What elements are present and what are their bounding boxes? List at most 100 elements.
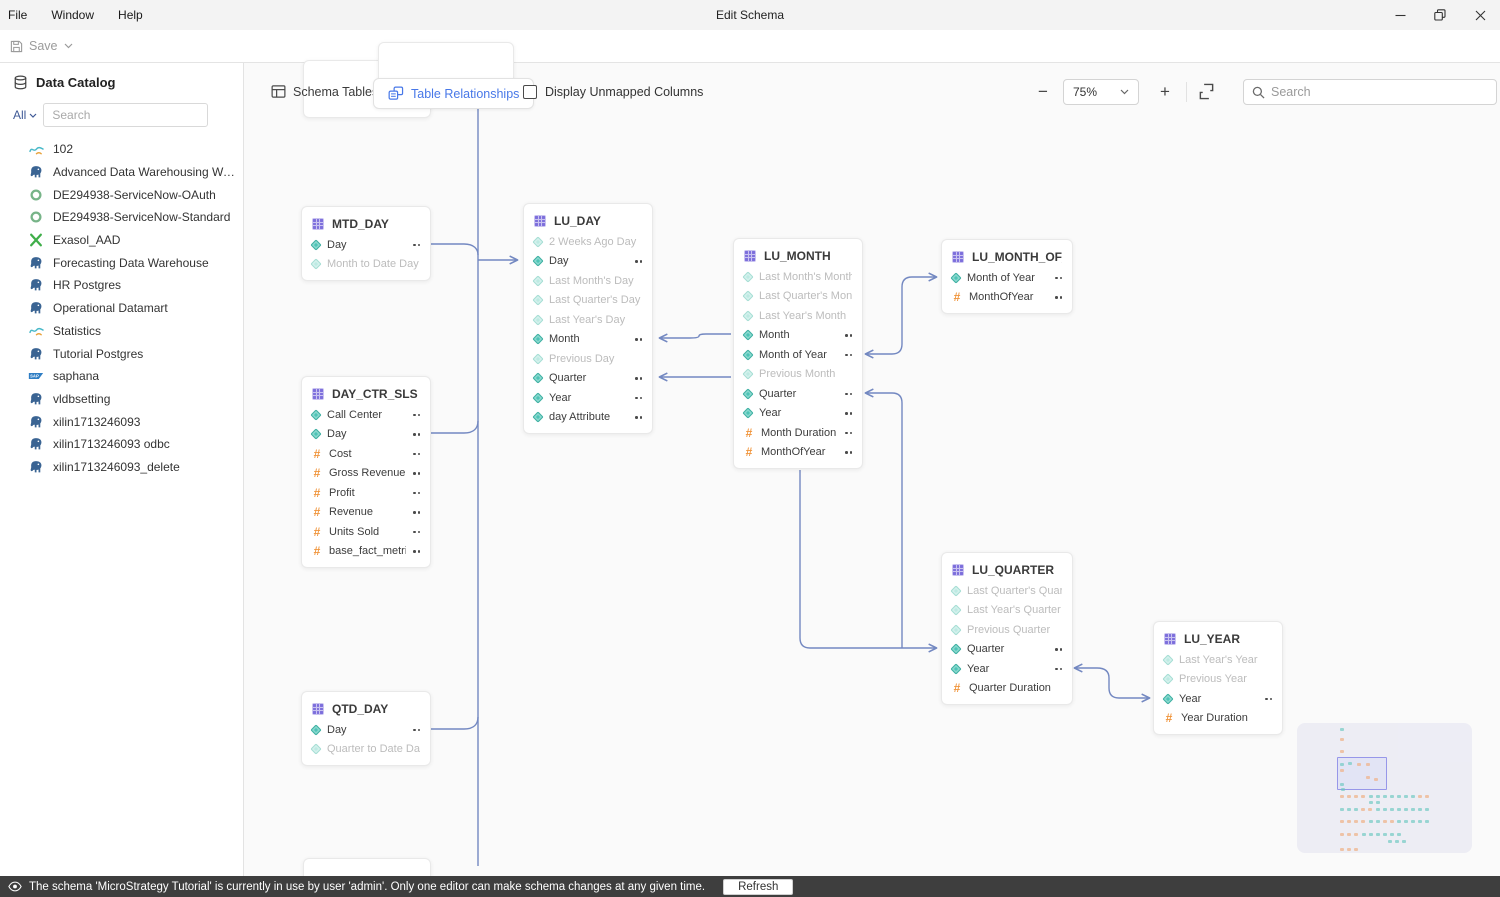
column-row[interactable]: Call Center <box>302 405 430 425</box>
catalog-item[interactable]: vldbsetting <box>0 388 243 411</box>
catalog-item[interactable]: Forecasting Data Warehouse <box>0 251 243 274</box>
column-row[interactable]: #Gross Revenue <box>302 464 430 484</box>
column-row[interactable]: Last Year's Quarter <box>942 601 1072 621</box>
column-row[interactable]: #base_fact_metric <box>302 542 430 562</box>
schema-tables-button[interactable]: Schema Tables <box>271 84 378 99</box>
column-row[interactable]: Day <box>302 425 430 445</box>
column-row[interactable]: #Revenue <box>302 503 430 523</box>
catalog-item[interactable]: xilin1713246093 <box>0 410 243 433</box>
column-row[interactable]: Last Quarter's Month <box>734 287 862 307</box>
catalog-item[interactable]: xilin1713246093_delete <box>0 456 243 479</box>
display-unmapped-checkbox-row[interactable]: Display Unmapped Columns <box>523 85 703 99</box>
catalog-item[interactable]: Exasol_AAD <box>0 229 243 252</box>
column-row[interactable]: Quarter <box>942 640 1072 660</box>
zoom-in-button[interactable]: + <box>1160 82 1170 101</box>
column-row[interactable]: #Cost <box>302 444 430 464</box>
display-unmapped-checkbox[interactable] <box>523 85 537 99</box>
column-row[interactable]: Day <box>302 235 430 255</box>
column-row[interactable]: Last Month's Month <box>734 267 862 287</box>
column-row[interactable]: #Profit <box>302 483 430 503</box>
table-title: LU_QUARTER <box>972 563 1055 577</box>
catalog-item[interactable]: DE294938-ServiceNow-Standard <box>0 206 243 229</box>
catalog-item[interactable]: 102 <box>0 138 243 161</box>
minimap[interactable] <box>1297 723 1472 853</box>
canvas-search-input[interactable] <box>1271 85 1488 99</box>
catalog-item[interactable]: xilin1713246093 odbc <box>0 433 243 456</box>
save-button[interactable]: Save <box>10 39 73 53</box>
column-row[interactable]: Year <box>524 388 652 408</box>
column-row[interactable]: 2 Weeks Ago Day <box>524 232 652 252</box>
column-row[interactable]: Previous Year <box>1154 670 1282 690</box>
column-row[interactable]: Quarter <box>524 369 652 389</box>
column-row[interactable]: Previous Month <box>734 365 862 385</box>
column-name: Month <box>759 329 790 342</box>
column-row[interactable]: Month <box>524 330 652 350</box>
column-row[interactable]: day Attribute <box>524 408 652 428</box>
column-row[interactable]: Month of Year <box>942 268 1072 288</box>
table-icon <box>534 215 546 227</box>
column-row[interactable]: #Quarter Duration <box>942 679 1072 699</box>
catalog-filter-dropdown[interactable]: All <box>13 108 37 122</box>
column-row[interactable]: #MonthOfYear <box>942 288 1072 308</box>
restore-button[interactable] <box>1420 0 1460 30</box>
column-row[interactable]: Last Quarter's Day <box>524 291 652 311</box>
mapping-dots-icon <box>413 433 420 436</box>
minimap-viewport[interactable] <box>1337 757 1387 790</box>
auto-layout-button[interactable] <box>1198 83 1215 100</box>
catalog-item[interactable]: Advanced Data Warehousing War... <box>0 161 243 184</box>
column-row[interactable]: Month <box>734 326 862 346</box>
column-row[interactable]: Year <box>734 404 862 424</box>
menu-file[interactable]: File <box>8 8 28 22</box>
column-row[interactable]: Quarter to Date Day <box>302 740 430 760</box>
column-row[interactable]: Month of Year <box>734 345 862 365</box>
column-row[interactable]: Last Year's Day <box>524 310 652 330</box>
chevron-down-icon <box>64 43 72 49</box>
column-row[interactable]: Previous Day <box>524 349 652 369</box>
catalog-item[interactable]: Tutorial Postgres <box>0 342 243 365</box>
menu-help[interactable]: Help <box>118 8 143 22</box>
close-button[interactable] <box>1460 0 1500 30</box>
column-row[interactable]: Last Quarter's Quarter <box>942 581 1072 601</box>
catalog-item[interactable]: Operational Datamart <box>0 297 243 320</box>
catalog-search-input[interactable] <box>43 103 209 127</box>
canvas-search[interactable] <box>1243 79 1497 105</box>
table-card-lu_quarter[interactable]: LU_QUARTER Last Quarter's QuarterLast Yea… <box>941 552 1073 705</box>
close-icon <box>1475 10 1485 20</box>
zoom-level-select[interactable]: 75% <box>1063 79 1139 105</box>
column-row[interactable]: Previous Quarter <box>942 620 1072 640</box>
table-card-lu_month_of_year[interactable]: LU_MONTH_OF_YE...Month of Year#MonthOfYe… <box>941 239 1073 314</box>
column-row[interactable]: Month to Date Day <box>302 255 430 275</box>
column-row[interactable]: #Month Duration <box>734 423 862 443</box>
column-row[interactable]: Day <box>524 252 652 272</box>
menu-window[interactable]: Window <box>51 8 95 22</box>
table-relationships-tab[interactable]: Table Relationships <box>373 78 535 109</box>
column-row[interactable]: Last Month's Day <box>524 271 652 291</box>
column-row[interactable]: Year <box>942 659 1072 679</box>
fact-icon: # <box>313 505 321 520</box>
catalog-item-label: DE294938-ServiceNow-OAuth <box>53 187 216 202</box>
column-row[interactable]: #Units Sold <box>302 522 430 542</box>
refresh-button[interactable]: Refresh <box>723 878 794 895</box>
catalog-item[interactable]: DE294938-ServiceNow-OAuth <box>0 183 243 206</box>
column-row[interactable]: Last Year's Year <box>1154 650 1282 670</box>
zoom-out-button[interactable]: − <box>1038 82 1048 101</box>
minimize-button[interactable] <box>1380 0 1420 30</box>
column-row[interactable]: Last Year's Month <box>734 306 862 326</box>
attribute-icon <box>532 255 544 267</box>
catalog-item[interactable]: HR Postgres <box>0 274 243 297</box>
column-row[interactable]: Day <box>302 720 430 740</box>
column-row[interactable]: #Year Duration <box>1154 709 1282 729</box>
catalog-item-label: Operational Datamart <box>53 301 168 316</box>
column-row[interactable]: Quarter <box>734 384 862 404</box>
window-controls <box>1380 0 1500 30</box>
catalog-item[interactable]: Statistics <box>0 320 243 343</box>
column-row[interactable]: #MonthOfYear <box>734 443 862 463</box>
column-row[interactable]: Year <box>1154 689 1282 709</box>
